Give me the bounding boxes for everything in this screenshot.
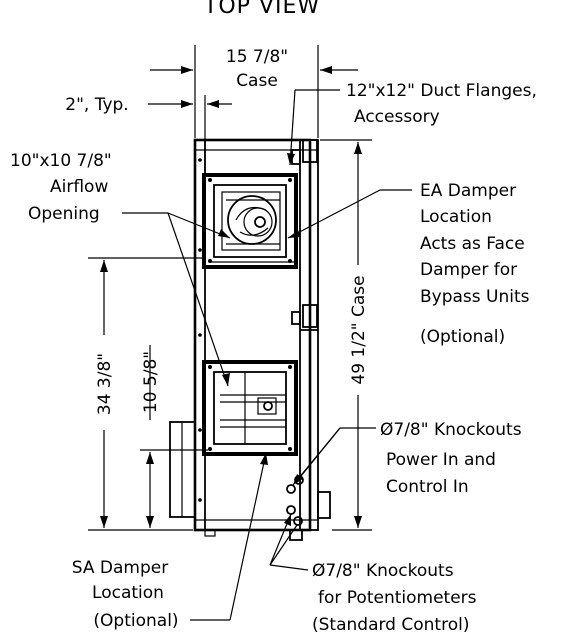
dimension-typical: 2", Typ. <box>65 95 232 175</box>
case-height-label: 49 1/2" Case <box>349 275 369 384</box>
sa-damper-line3: (Optional) <box>93 611 178 631</box>
ea-damper-line1: EA Damper <box>420 181 516 201</box>
sa-damper-assembly <box>202 360 298 456</box>
ea-damper-line5: Bypass Units <box>420 287 530 307</box>
airflow-opening-line2: Airflow <box>50 177 108 197</box>
callout-ea-damper: EA Damper Location Acts as Face Damper f… <box>287 181 530 347</box>
callout-airflow-opening: 10"x10 7/8" Airflow Opening <box>10 151 231 387</box>
ea-damper-line4: Damper for <box>420 260 517 280</box>
sa-damper-line1: SA Damper <box>72 558 168 578</box>
dimension-sa-height: 10 5/8" <box>140 345 208 528</box>
drawing-title: TOP VIEW <box>203 0 320 19</box>
ea-damper-line3: Acts as Face <box>420 234 525 254</box>
typical-label: 2", Typ. <box>65 95 128 115</box>
knockouts-power-line3: Control In <box>386 477 469 497</box>
case-width-label: 15 7/8" <box>226 47 288 67</box>
side-brackets <box>291 304 318 328</box>
knockouts-power-line2: Power In and <box>386 450 496 470</box>
knockouts-pot-line3: (Standard Control) <box>312 615 469 635</box>
duct-flanges-line1: 12"x12" Duct Flanges, <box>346 81 537 101</box>
lower-height-label: 34 3/8" <box>95 353 115 415</box>
dimension-case-width: 15 7/8" Case <box>150 45 358 138</box>
dimension-lower-height: 34 3/8" <box>88 257 205 531</box>
knockouts-pot-line2: for Potentiometers <box>318 588 477 608</box>
airflow-opening-line1: 10"x10 7/8" <box>10 151 112 171</box>
callout-knockouts-power: Ø7/8" Knockouts Power In and Control In <box>292 420 522 497</box>
ea-damper-line2: Location <box>420 207 492 227</box>
knockouts-pot-line1: Ø7/8" Knockouts <box>312 561 454 581</box>
callout-duct-flanges: 12"x12" Duct Flanges, Accessory <box>287 81 537 166</box>
knockouts <box>286 475 331 526</box>
case-width-case-label: Case <box>236 71 278 91</box>
ea-damper-line6: (Optional) <box>420 327 505 347</box>
ea-damper-assembly <box>202 139 318 269</box>
duct-flanges-line2: Accessory <box>354 107 440 127</box>
dimension-case-height: 49 1/2" Case <box>320 139 372 531</box>
sa-height-label: 10 5/8" <box>141 351 161 413</box>
callout-sa-damper: SA Damper Location (Optional) <box>72 452 268 631</box>
sa-damper-line2: Location <box>92 583 164 603</box>
knockouts-power-line1: Ø7/8" Knockouts <box>380 420 522 440</box>
airflow-opening-line3: Opening <box>28 204 100 224</box>
callout-knockouts-pot: Ø7/8" Knockouts for Potentiometers (Stan… <box>269 513 477 635</box>
sa-duct-collar <box>169 421 196 518</box>
